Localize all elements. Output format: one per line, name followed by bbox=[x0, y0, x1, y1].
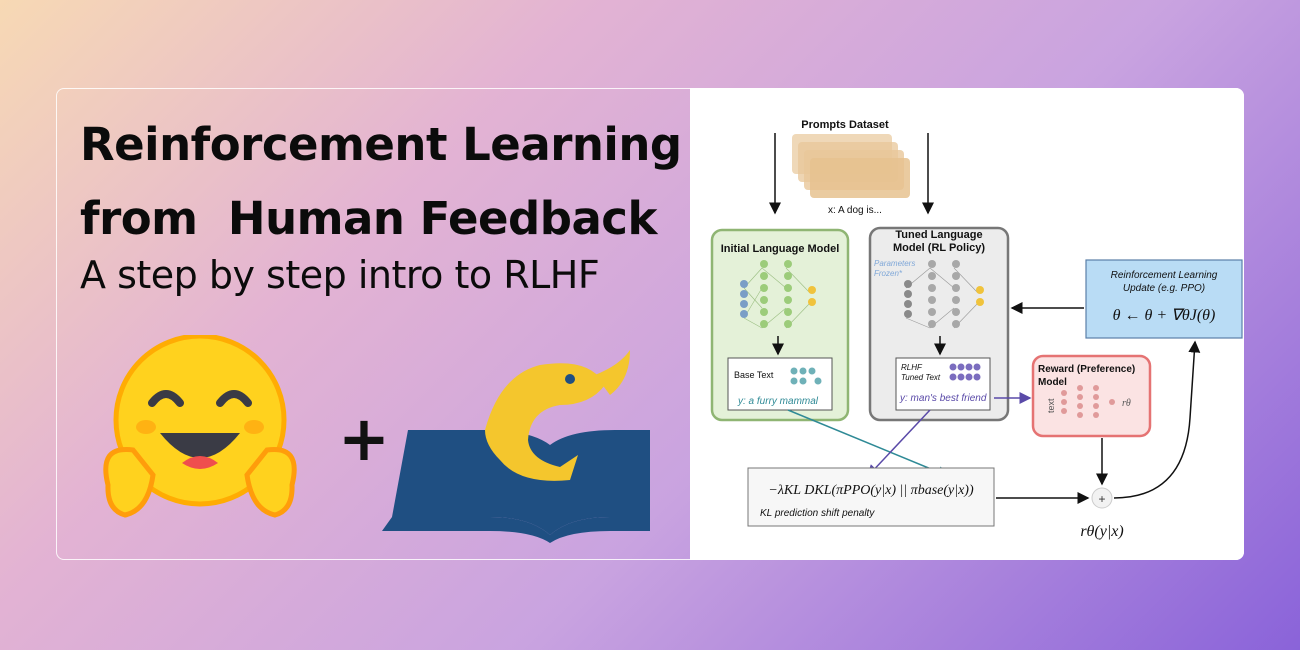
fish-book-icon bbox=[382, 350, 718, 543]
tuned-lm-label-1: Tuned Language bbox=[895, 229, 982, 241]
base-text-box bbox=[727, 357, 833, 411]
subtitle: A step by step intro to RLHF bbox=[80, 253, 600, 297]
kl-penalty-box bbox=[747, 467, 995, 527]
kl-formula: −λKL DKL(πPPO(y|x) || πbase(y|x)) bbox=[768, 483, 974, 498]
reward-formula: rθ(y|x) bbox=[1080, 523, 1123, 540]
params-frozen-1: Parameters bbox=[874, 259, 915, 268]
hugging-face-icon bbox=[103, 333, 297, 518]
rl-update-label-2: Update (e.g. PPO) bbox=[1123, 283, 1205, 294]
reward-input-label: text bbox=[1046, 398, 1056, 413]
plus-sign: + bbox=[338, 402, 390, 475]
base-output: y: a furry mammal bbox=[737, 396, 819, 407]
prompt-example: x: A dog is... bbox=[828, 205, 882, 216]
rlhf-label-2: Tuned Text bbox=[901, 373, 941, 382]
tuned-output: y: man's best friend bbox=[899, 393, 987, 404]
initial-network-icon bbox=[740, 260, 816, 329]
logo-row: + bbox=[90, 333, 718, 549]
reward-network-icon bbox=[1061, 385, 1115, 418]
prompts-stack-icon bbox=[792, 134, 910, 198]
title-line-2: from Human Feedback bbox=[80, 192, 657, 245]
page-title: Reinforcement Learning from Human Feedba… bbox=[80, 108, 682, 256]
sum-node bbox=[1091, 487, 1113, 509]
reward-label-1: Reward (Preference) bbox=[1038, 364, 1135, 375]
kl-caption: KL prediction shift penalty bbox=[760, 508, 875, 519]
prompts-dataset-label: Prompts Dataset bbox=[801, 119, 889, 131]
tuned-token-icons bbox=[949, 363, 981, 381]
rlhf-diagram: Prompts Dataset x: A dog is... Initial L… bbox=[690, 88, 1244, 560]
base-text-label: Base Text bbox=[734, 370, 774, 380]
sum-symbol: + bbox=[1098, 492, 1105, 506]
rlhf-label-1: RLHF bbox=[901, 363, 923, 372]
tuned-lm-label-2: Model (RL Policy) bbox=[893, 242, 985, 254]
base-token-icons bbox=[790, 367, 822, 385]
reward-model-box bbox=[1031, 354, 1152, 438]
rl-formula: θ ← θ + ∇θJ(θ) bbox=[1113, 307, 1216, 324]
reward-label-2: Model bbox=[1038, 377, 1067, 388]
title-line-1: Reinforcement Learning bbox=[80, 118, 682, 171]
rl-update-box bbox=[1085, 259, 1243, 339]
rl-update-label-1: Reinforcement Learning bbox=[1111, 270, 1218, 281]
params-frozen-2: Frozen* bbox=[874, 269, 903, 278]
tuned-network-icon bbox=[904, 260, 984, 329]
reward-output-label: rθ bbox=[1122, 398, 1131, 409]
initial-lm-label: Initial Language Model bbox=[721, 243, 840, 255]
